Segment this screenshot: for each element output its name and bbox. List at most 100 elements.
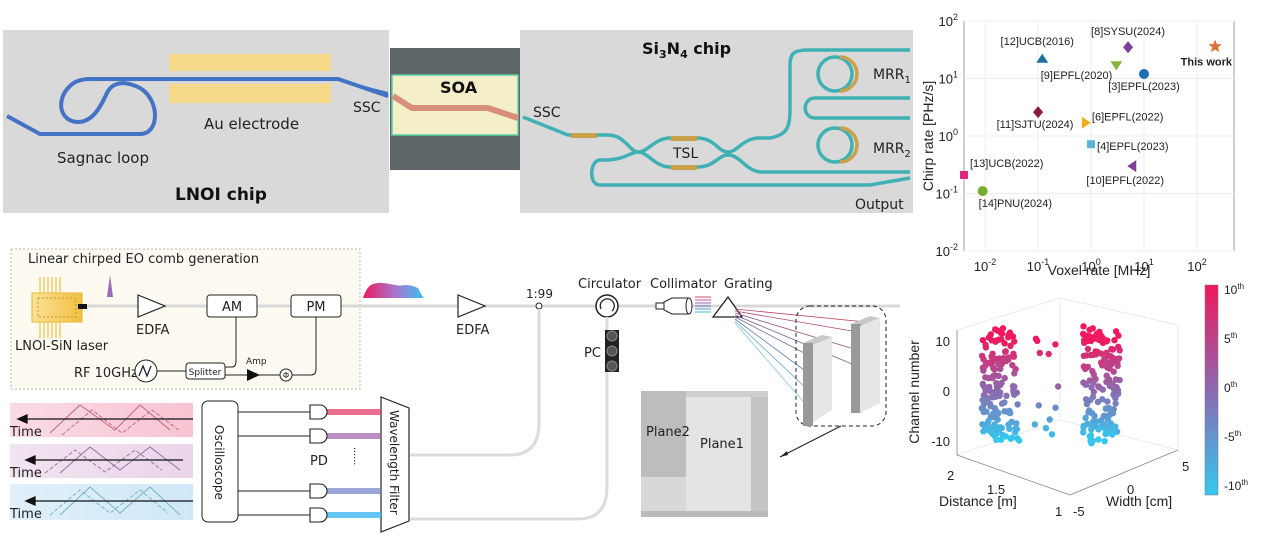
colorbar-tick-label: 10th — [1224, 282, 1244, 297]
scatter-point — [997, 329, 1005, 336]
scatter-point — [1101, 438, 1108, 445]
scatter-point — [1088, 426, 1095, 433]
scatter-point — [1008, 418, 1015, 426]
trace-2a — [59, 446, 181, 474]
lnoi-ssc-taper — [338, 79, 388, 98]
scatter-point — [1115, 343, 1122, 350]
trace-1a — [49, 404, 171, 434]
splitter-to-am-line — [225, 317, 237, 368]
scatter-point — [1104, 377, 1112, 384]
plane2-label: Plane2 — [646, 425, 690, 440]
scatter-point — [1114, 362, 1121, 370]
x-tick-label: 102 — [1187, 257, 1206, 274]
data-point — [1208, 39, 1222, 53]
photodetector-3 — [309, 483, 328, 499]
scatter-point — [1035, 402, 1042, 409]
scatter-point — [1082, 414, 1089, 421]
xtick-neg5: -5 — [1073, 504, 1085, 519]
scatter-point — [978, 352, 986, 360]
time-trace-band-2 — [10, 444, 193, 478]
chart2-xlabel: Width [cm] — [1106, 493, 1172, 509]
reference-fiber — [410, 309, 541, 457]
chart2-ylabel: Distance [m] — [939, 493, 1017, 509]
point-label: [9]EPFL(2020) — [1041, 70, 1113, 82]
ztick-10: 10 — [936, 334, 950, 349]
channel-beam-2 — [327, 433, 381, 439]
scatter-point — [1031, 421, 1038, 428]
scatter-point — [996, 355, 1003, 362]
pd-label: PD — [310, 454, 328, 469]
scatter-point — [1010, 353, 1018, 360]
scatter-point — [1052, 404, 1059, 411]
scatter-point — [1080, 363, 1087, 370]
scatter-point — [1011, 338, 1018, 345]
channel-beam-4 — [327, 512, 381, 518]
rf-wave-icon — [138, 364, 152, 378]
data-point — [1127, 160, 1137, 173]
seed-pulse-icon — [107, 275, 113, 297]
comb-box-title: Linear chirped EO comb generation — [28, 252, 259, 267]
scatter-point — [1099, 339, 1107, 346]
colorbar-tick-label: 0th — [1224, 380, 1237, 395]
scatter-point — [1081, 339, 1088, 346]
scatter-point — [1115, 332, 1122, 339]
point-label: [8]SYSU(2024) — [1091, 26, 1165, 38]
phase-to-pm-line — [292, 317, 317, 376]
edfa2-label: EDFA — [456, 323, 490, 338]
circulator-label: Circulator — [578, 277, 642, 292]
scatter-point — [990, 364, 997, 372]
experiment-photo — [641, 391, 768, 517]
data-point — [1139, 68, 1149, 79]
scatter-point — [993, 436, 1000, 444]
scatter-point — [995, 360, 1002, 368]
data-point — [977, 186, 988, 197]
ztick-neg10: -10 — [931, 434, 950, 449]
pc-label: PC — [584, 346, 601, 361]
collimator-label: Collimator — [650, 277, 718, 292]
scatter-point — [1112, 376, 1120, 383]
scatter-point — [987, 387, 994, 395]
scatter-point — [1105, 405, 1112, 412]
rf-source-icon — [134, 359, 158, 383]
scatter-point — [1088, 335, 1096, 343]
splitter-box — [185, 362, 226, 380]
scatter-point — [987, 403, 994, 410]
inset-arrow — [779, 425, 842, 458]
tsl-label: TSL — [672, 146, 698, 162]
scatter-point — [1001, 399, 1008, 406]
au-electrode-top — [169, 54, 331, 71]
scatter-point — [1083, 352, 1090, 359]
scatter-point — [994, 382, 1001, 389]
chart1-ylabel: Chirp rate [PHz/s] — [920, 81, 936, 191]
scatter-point — [1099, 386, 1106, 393]
scatter-point — [1101, 413, 1109, 420]
scatter-point — [1001, 340, 1008, 347]
scatter-point — [1103, 372, 1110, 379]
time-axes — [16, 413, 193, 507]
soa-waveguide — [391, 93, 519, 121]
y-tick-label: 100 — [939, 127, 958, 144]
scatter-point — [979, 396, 986, 404]
setup-diagram: Linear chirped EO comb generation LNOI-S… — [9, 248, 900, 533]
scatter-point — [1112, 423, 1119, 430]
trace-3a — [59, 486, 181, 516]
scatter-point — [1095, 426, 1102, 433]
amp-label: Amp — [246, 357, 267, 367]
point-label: [13]UCB(2022) — [970, 158, 1043, 170]
polarization-controller-icon — [605, 330, 619, 372]
phase-label: Φ — [283, 371, 289, 380]
photodetector-1 — [309, 404, 328, 420]
oscilloscope-label: Oscilloscope — [212, 425, 226, 500]
point-label: This work — [1181, 57, 1233, 69]
scatter-point — [1107, 420, 1114, 427]
x-tick-label: 10-2 — [974, 257, 996, 274]
scatter-point — [982, 344, 990, 351]
scatter-point — [1048, 431, 1056, 438]
mrr2-label: MRR2 — [873, 141, 911, 160]
time-label-1: Time — [9, 425, 42, 440]
data-point — [1123, 41, 1134, 54]
point-label: [10]EPFL(2022) — [1086, 175, 1164, 187]
scatter-point — [1111, 337, 1118, 344]
scatter-point — [1101, 421, 1108, 428]
